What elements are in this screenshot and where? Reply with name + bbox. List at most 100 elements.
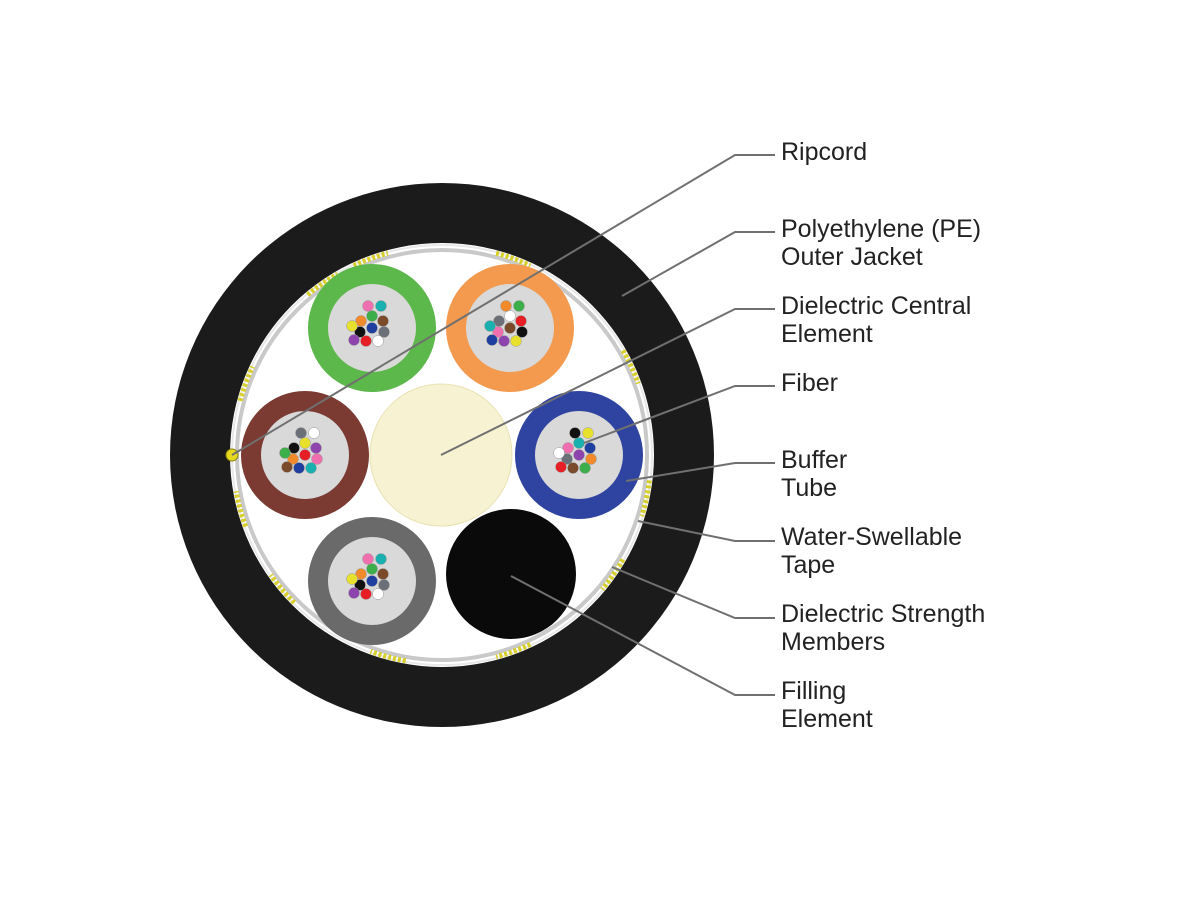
fiber xyxy=(500,300,512,312)
label-water-swellable-tape-line-1: Water-Swellable xyxy=(781,523,963,551)
fiber xyxy=(484,320,496,332)
fiber xyxy=(378,579,390,591)
fiber xyxy=(378,326,390,338)
fiber xyxy=(310,442,322,454)
fiber xyxy=(372,335,384,347)
strength-member xyxy=(369,649,407,664)
fiber xyxy=(561,453,573,465)
label-water-swellable-tape: Water-Swellable Tape xyxy=(781,523,962,579)
fiber xyxy=(582,427,594,439)
leader-line-ripcord xyxy=(231,154,775,456)
fiber xyxy=(279,447,291,459)
leader-line-strength-members xyxy=(611,566,775,619)
filling-element xyxy=(446,509,576,639)
buffer-tube-orange xyxy=(446,264,574,392)
fiber xyxy=(516,326,528,338)
buffer-tube-brown xyxy=(241,391,369,519)
fiber xyxy=(366,310,378,322)
fiber xyxy=(311,453,323,465)
leader-line-central-element xyxy=(440,308,775,456)
fiber xyxy=(573,449,585,461)
label-buffer-tube: Buffer Tube xyxy=(781,446,847,502)
strength-member xyxy=(268,573,296,605)
fiber xyxy=(354,326,366,338)
label-buffer-tube-line-1: Buffer xyxy=(781,446,848,474)
fiber xyxy=(366,563,378,575)
label-filling-element-line-2: Element xyxy=(781,705,873,733)
fiber xyxy=(553,447,565,459)
buffer-tube-green xyxy=(308,264,436,392)
strength-member xyxy=(495,642,532,660)
dielectric-strength-members xyxy=(233,250,652,664)
label-ripcord: Ripcord xyxy=(781,138,867,166)
fiber xyxy=(375,300,387,312)
fiber xyxy=(293,462,305,474)
fiber xyxy=(366,575,378,587)
label-strength-members-line-2: Members xyxy=(781,628,886,656)
strength-member xyxy=(233,490,248,528)
fiber xyxy=(492,326,504,338)
strength-member xyxy=(352,250,389,268)
fiber xyxy=(354,579,366,591)
fiber xyxy=(281,461,293,473)
fiber xyxy=(486,334,498,346)
fiber xyxy=(498,335,510,347)
buffer-tube-gray xyxy=(308,517,436,645)
fiber xyxy=(372,588,384,600)
fiber xyxy=(377,568,389,580)
fiber xyxy=(510,335,522,347)
fiber xyxy=(360,335,372,347)
fiber xyxy=(299,449,311,461)
strength-member xyxy=(620,349,641,385)
leader-line-buffer-tube xyxy=(625,462,775,482)
buffer-tube-blue xyxy=(515,391,643,519)
strength-member xyxy=(306,271,339,297)
leader-line-outer-jacket xyxy=(621,231,775,297)
strength-member xyxy=(495,250,532,268)
fiber xyxy=(295,427,307,439)
fiber xyxy=(308,427,320,439)
fiber xyxy=(377,315,389,327)
label-water-swellable-tape-line-2: Tape xyxy=(781,551,836,579)
fiber xyxy=(504,310,516,322)
fiber xyxy=(287,453,299,465)
fiber xyxy=(513,300,525,312)
label-central-element: Dielectric Central Element xyxy=(781,292,971,348)
label-outer-jacket-line-2: Outer Jacket xyxy=(781,243,923,271)
label-strength-members: Dielectric Strength Members xyxy=(781,600,985,656)
label-outer-jacket: Polyethylene (PE) Outer Jacket xyxy=(781,215,981,271)
fiber xyxy=(569,427,581,439)
label-fiber-line-1: Fiber xyxy=(781,369,838,397)
fiber xyxy=(305,462,317,474)
fiber xyxy=(366,322,378,334)
fiber xyxy=(362,300,374,312)
label-strength-members-line-1: Dielectric Strength xyxy=(781,600,986,628)
label-buffer-tube-line-2: Tube xyxy=(781,474,838,502)
label-outer-jacket-line-1: Polyethylene (PE) xyxy=(781,215,982,243)
label-filling-element-line-1: Filling xyxy=(781,677,847,705)
fiber xyxy=(375,553,387,565)
fiber xyxy=(362,553,374,565)
label-central-element-line-1: Dielectric Central xyxy=(781,292,972,320)
leader-line-fiber xyxy=(583,385,775,444)
fiber xyxy=(585,453,597,465)
fiber xyxy=(579,462,591,474)
strength-member xyxy=(237,365,255,402)
strength-member xyxy=(639,480,652,517)
fiber xyxy=(348,587,360,599)
fiber xyxy=(555,461,567,473)
leader-line-water-swellable-tape xyxy=(637,520,775,542)
fiber xyxy=(504,322,516,334)
fiber xyxy=(360,588,372,600)
label-ripcord-line-1: Ripcord xyxy=(781,138,868,166)
fiber xyxy=(573,437,585,449)
fiber xyxy=(299,437,311,449)
strength-member xyxy=(600,558,626,591)
fiber xyxy=(515,315,527,327)
fiber xyxy=(348,334,360,346)
leader-line-filling-element xyxy=(510,575,775,696)
fiber xyxy=(346,573,358,585)
fiber xyxy=(346,320,358,332)
leader-lines xyxy=(231,154,775,696)
